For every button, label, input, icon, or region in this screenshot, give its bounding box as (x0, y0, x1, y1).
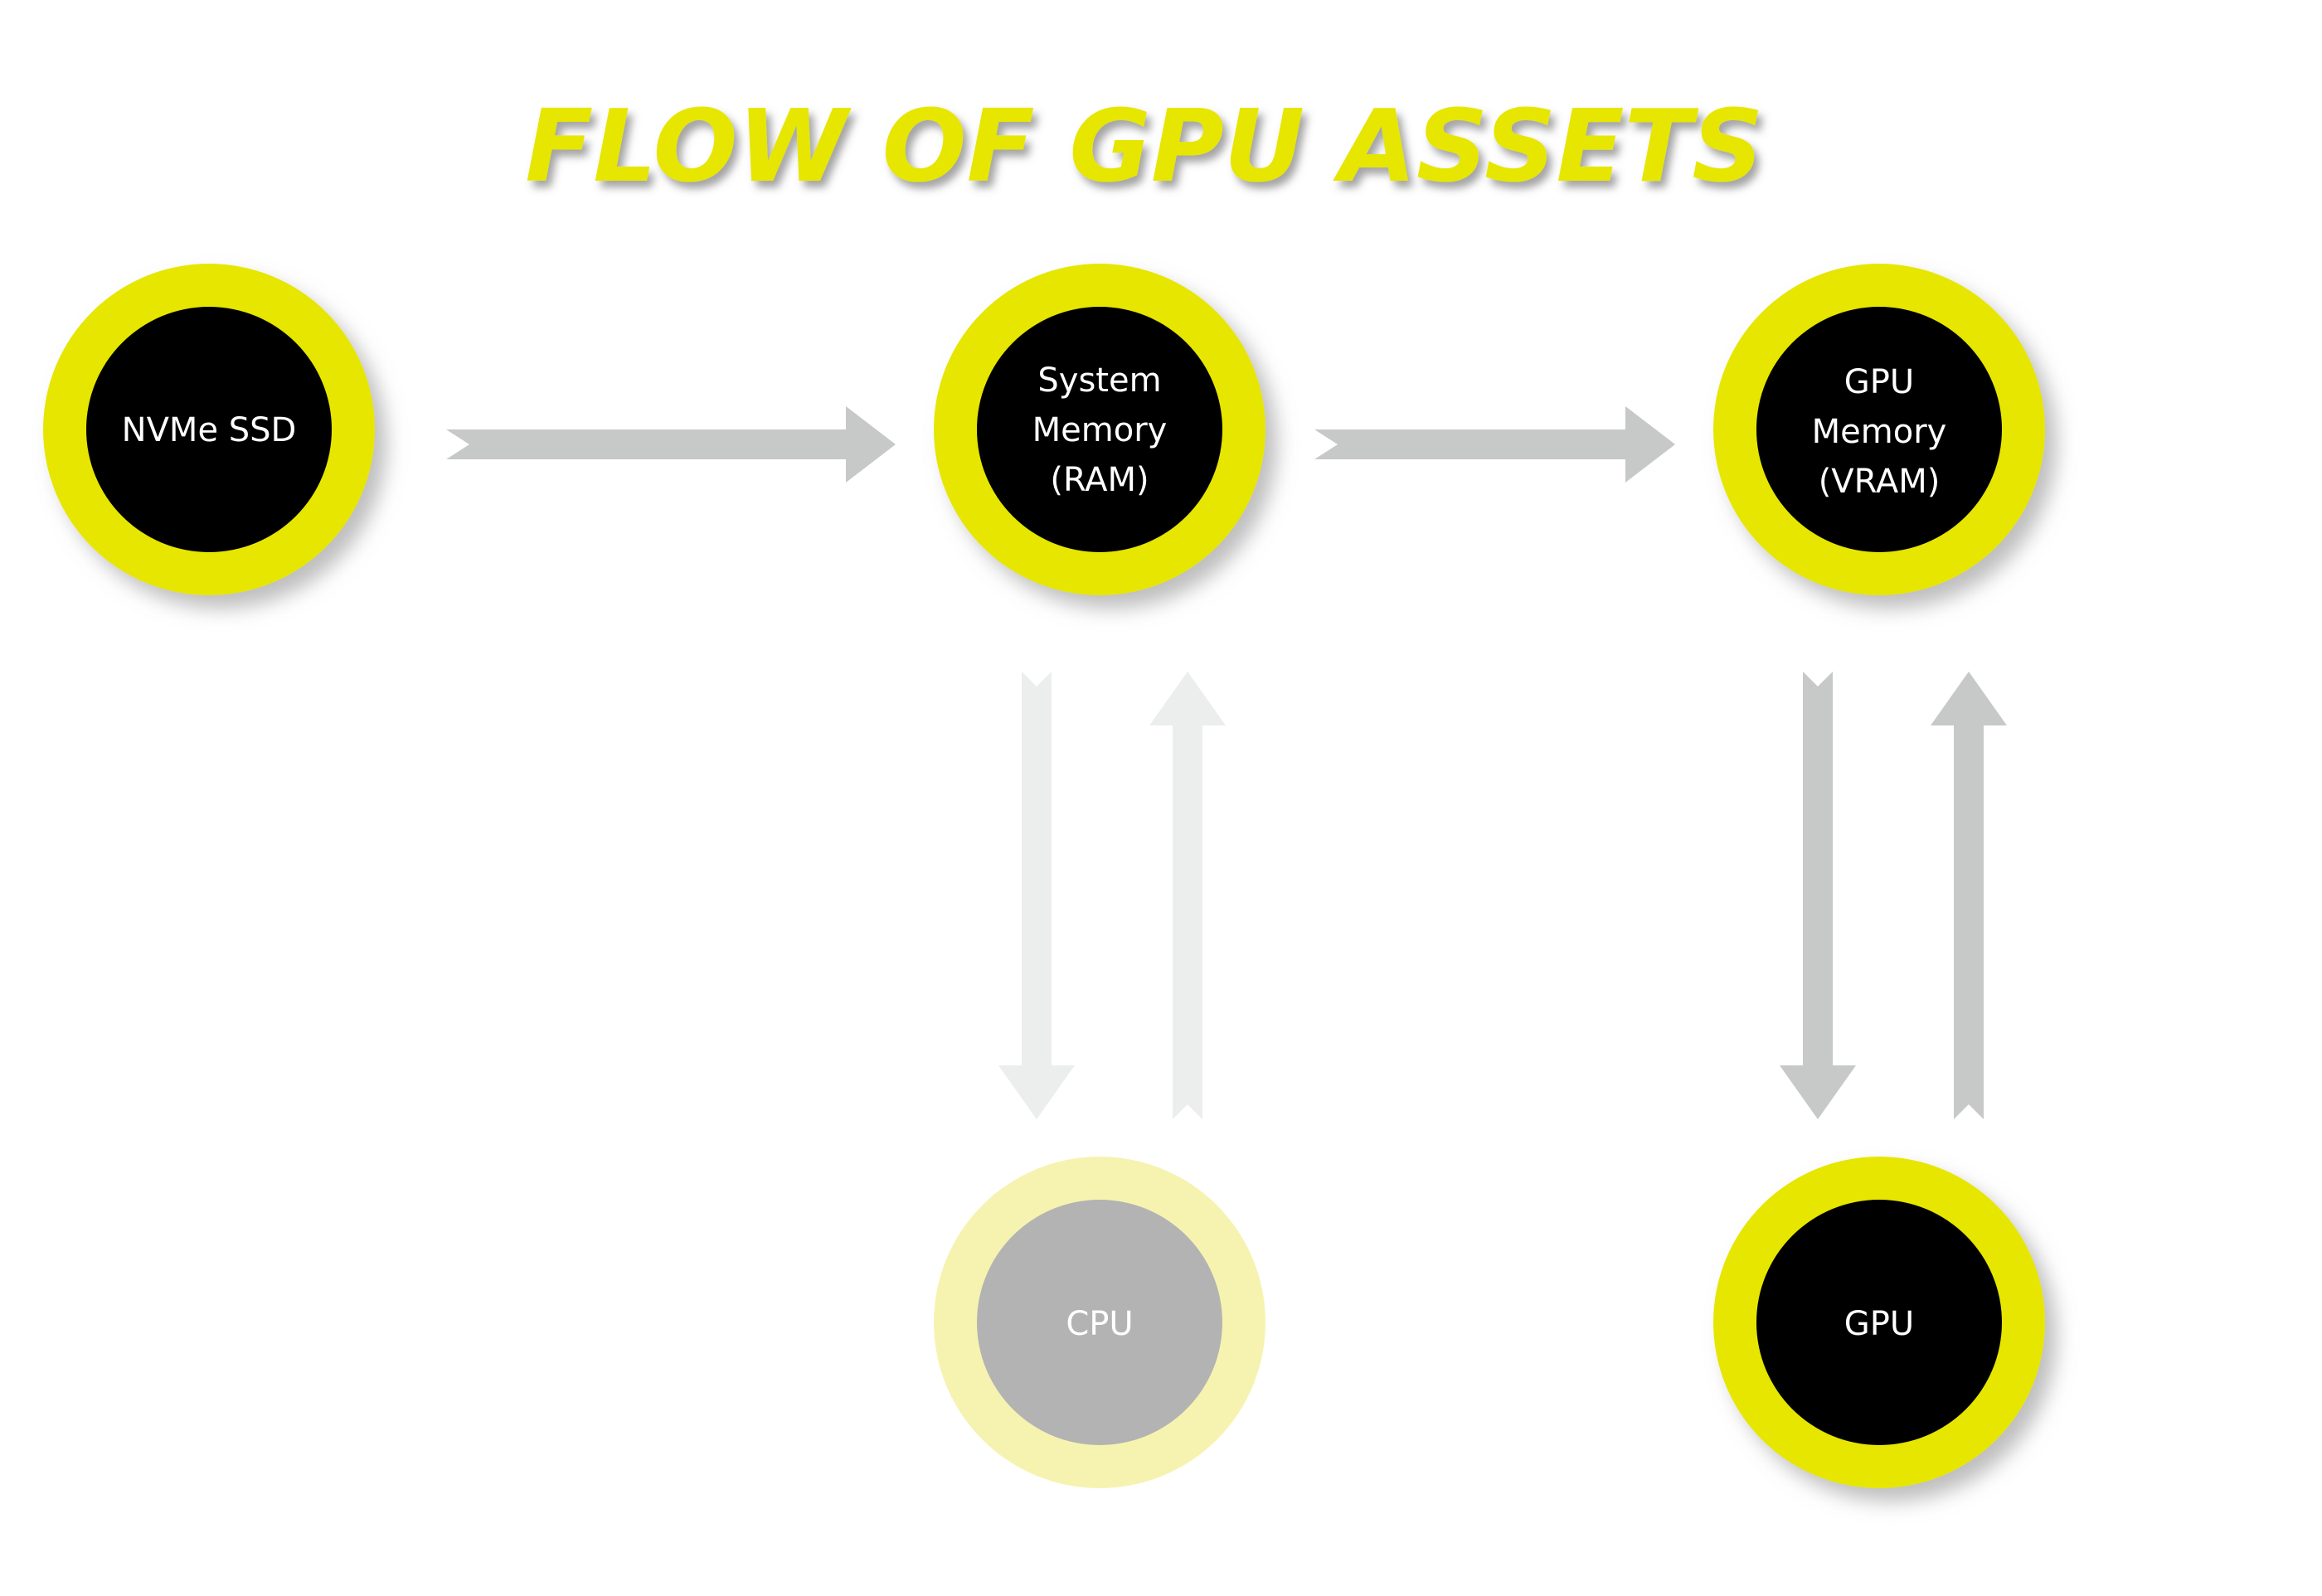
vram-core (1756, 307, 2002, 552)
arrow-ram-to-cpu (998, 672, 1075, 1119)
ram-label-line-1: System (1037, 361, 1161, 400)
arrow-ram-to-vram (1314, 406, 1675, 483)
cpu-label: CPU (1066, 1305, 1133, 1343)
node-gpu-memory: GPU Memory (VRAM) (1713, 264, 2045, 595)
nvme-core (86, 307, 332, 552)
arrow-gpu-to-vram (1931, 672, 2007, 1119)
arrow-vram-to-gpu (1780, 672, 1856, 1119)
nvme-label: NVMe SSD (122, 411, 297, 449)
ram-core (977, 307, 1222, 552)
node-cpu: CPU (934, 1157, 1265, 1488)
node-system-memory: System Memory (RAM) (934, 264, 1265, 595)
node-gpu: GPU (1713, 1157, 2045, 1488)
arrow-nvme-to-ram (446, 406, 896, 483)
vram-label-line-3: (VRAM) (1819, 463, 1941, 501)
arrow-cpu-to-ram (1149, 672, 1226, 1119)
gpu-core (1756, 1200, 2002, 1445)
vram-label-line-1: GPU (1844, 363, 1914, 401)
ram-label-line-3: (RAM) (1050, 461, 1149, 499)
diagram-title: FLOW OF GPU ASSETS (525, 90, 1763, 205)
vram-label-line-2: Memory (1812, 413, 1947, 451)
node-nvme-ssd: NVMe SSD (43, 264, 375, 595)
gpu-label: GPU (1844, 1305, 1914, 1343)
ram-label-line-2: Memory (1032, 411, 1168, 449)
cpu-core (977, 1200, 1222, 1445)
